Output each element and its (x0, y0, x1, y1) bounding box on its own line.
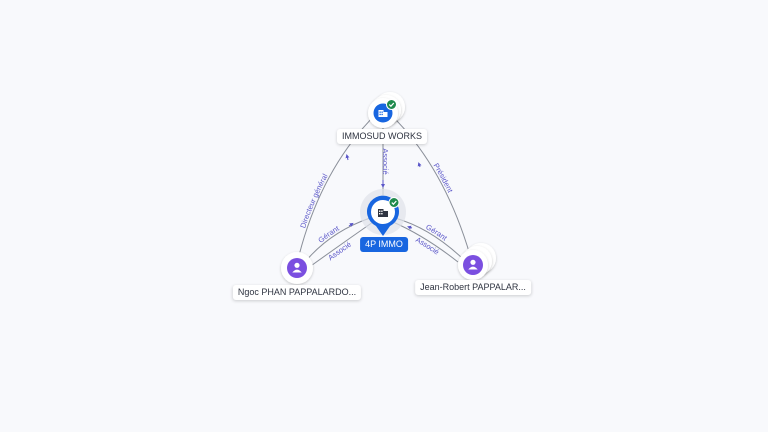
edge-label-associe-left: Associé (326, 240, 353, 263)
building-icon (378, 110, 388, 117)
check-badge-icon (386, 99, 397, 110)
node-label-ngoc-phan[interactable]: Ngoc PHAN PAPPALARDO... (232, 285, 362, 300)
person-icon (292, 262, 302, 273)
node-label-immosud-works[interactable]: IMMOSUD WORKS (337, 129, 427, 144)
node-immosud-works[interactable] (368, 92, 405, 128)
node-ngoc-phan[interactable] (281, 252, 313, 284)
person-icon (468, 259, 478, 270)
node-jean-robert[interactable] (458, 243, 496, 280)
edge-label-associe-top: Associé (381, 148, 390, 174)
edge-label-president: Président (432, 162, 456, 195)
check-badge-icon (388, 197, 400, 208)
node-label-4p-immo[interactable]: 4P IMMO (360, 237, 408, 252)
edge-label-gerant-left: Gérant (316, 223, 341, 244)
node-label-jean-robert[interactable]: Jean-Robert PAPPALAR... (415, 280, 531, 295)
building-icon (378, 209, 388, 217)
edge-label-directeur-general: Directeur général (298, 172, 330, 229)
node-4p-immo[interactable] (360, 189, 406, 236)
